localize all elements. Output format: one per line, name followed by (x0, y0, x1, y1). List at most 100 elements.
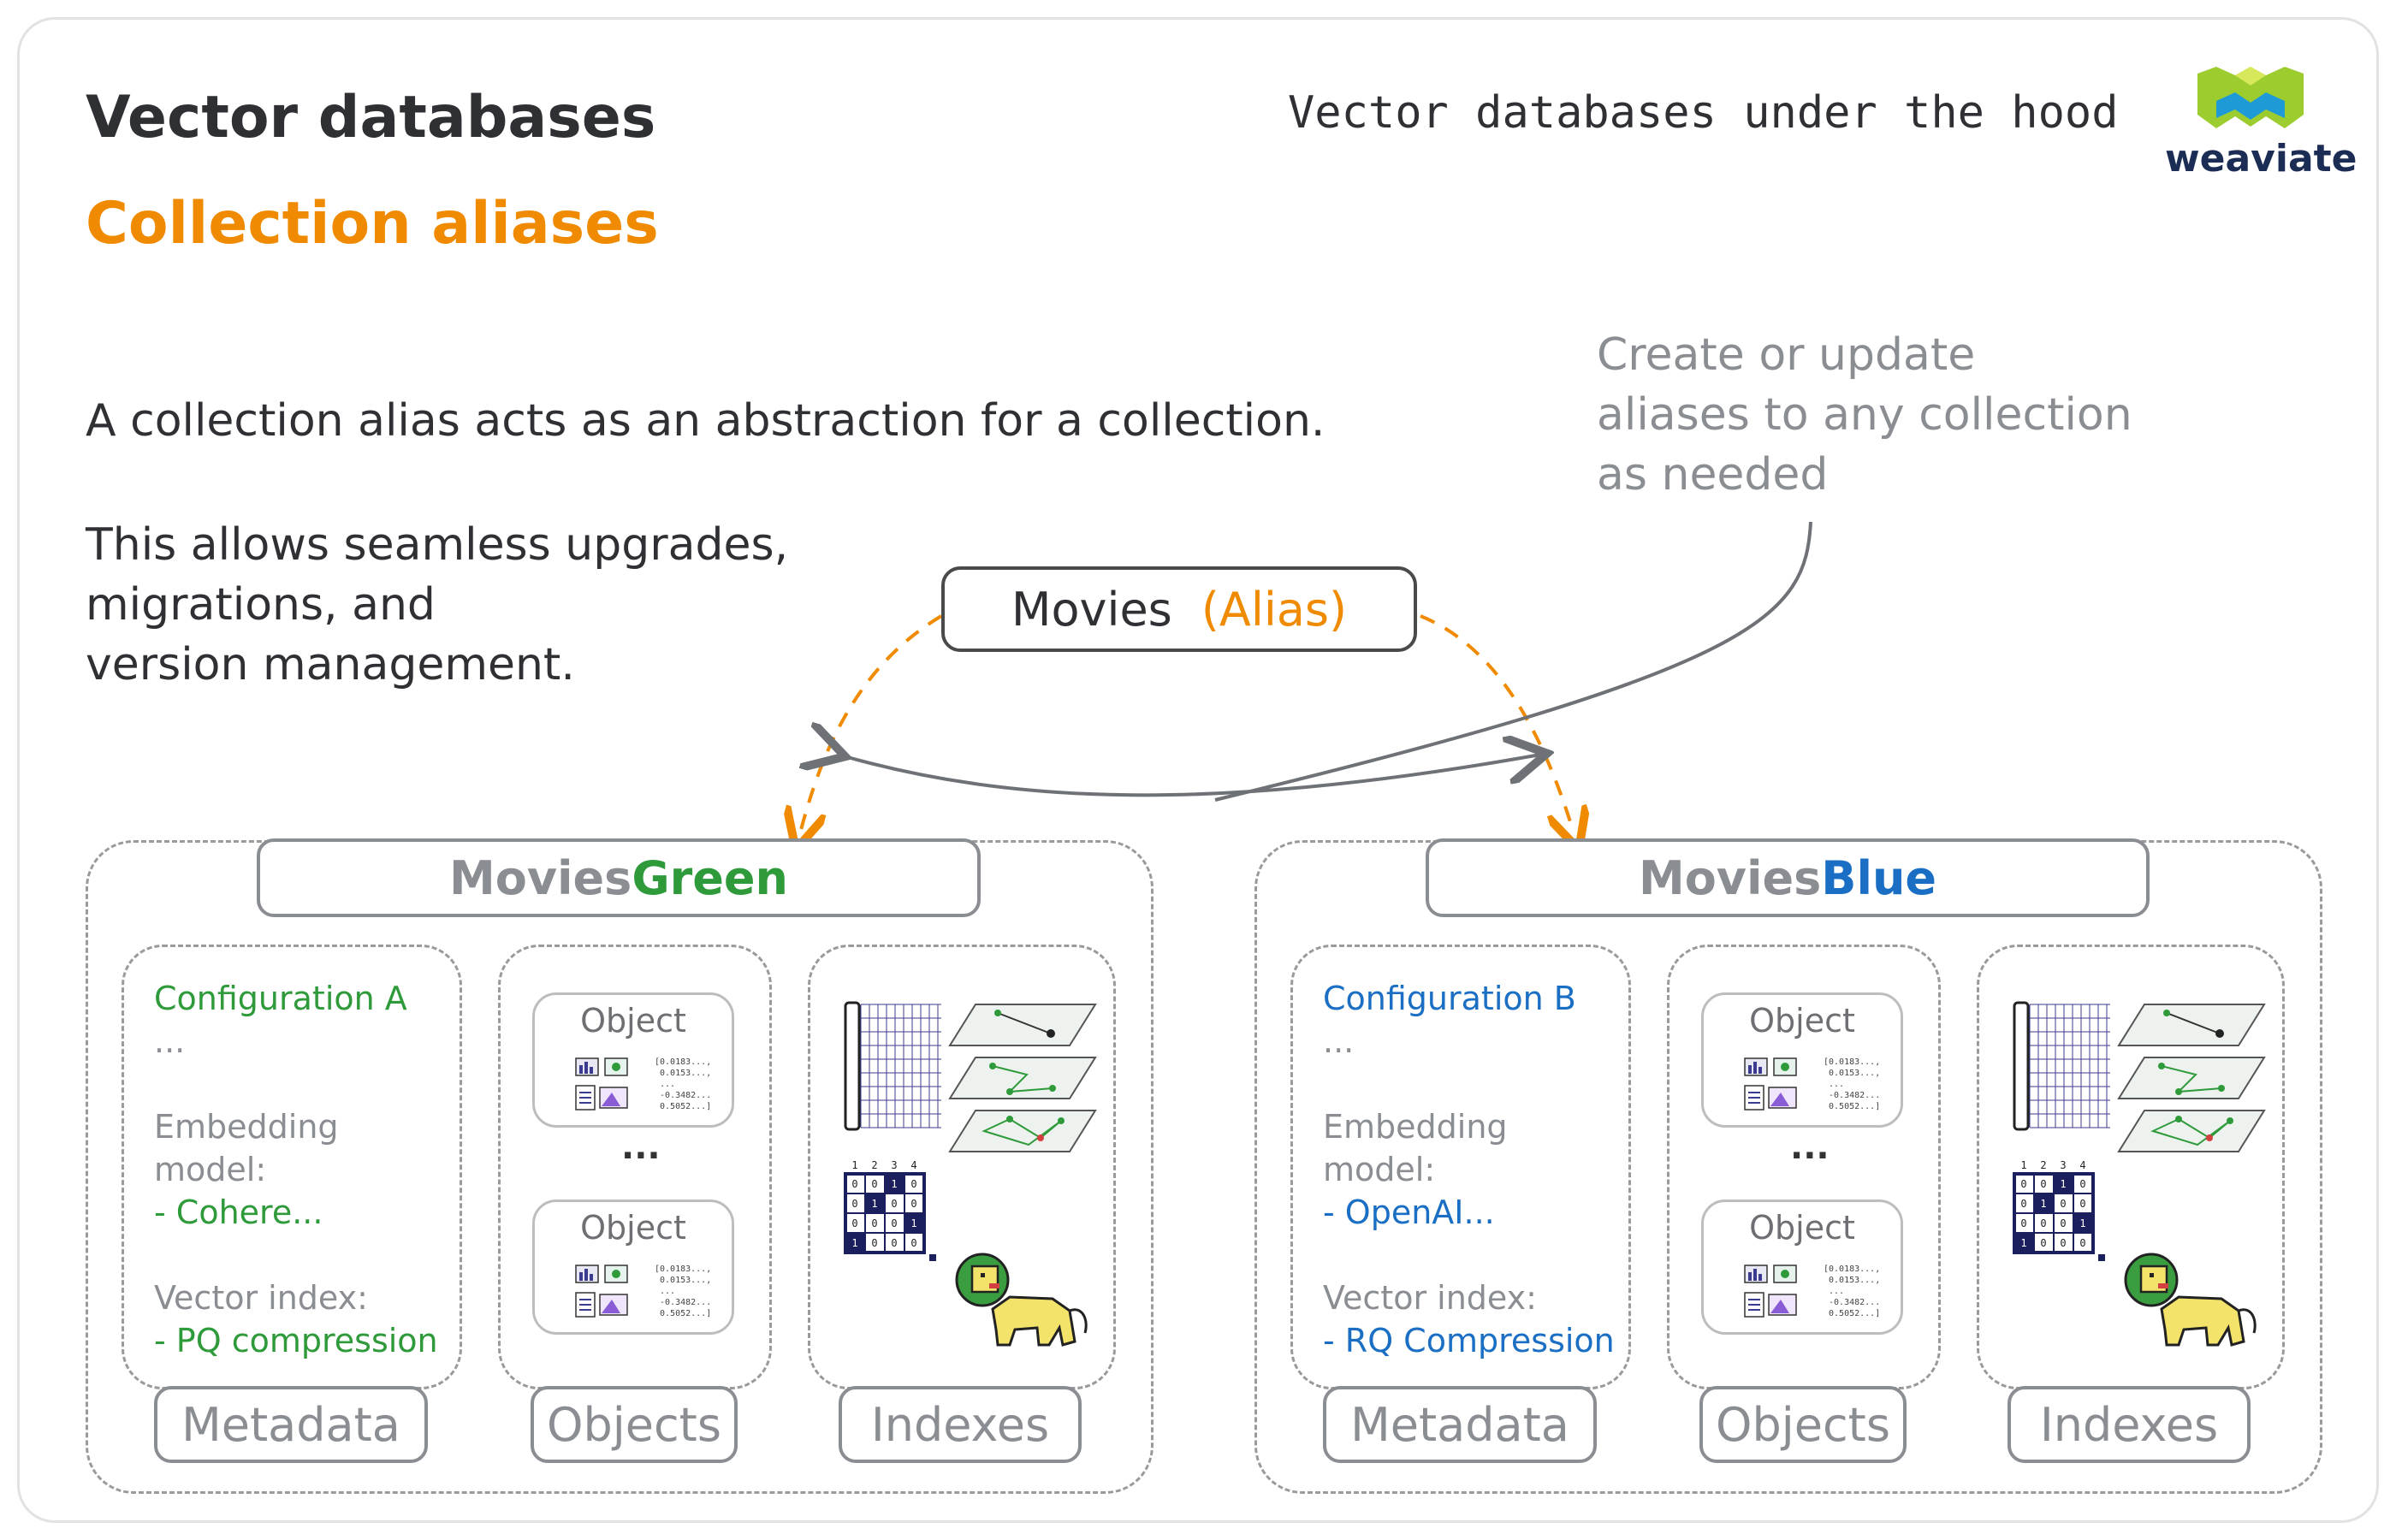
matrix-cell: 0 (891, 1198, 897, 1210)
matrix-header: 2 (2040, 1159, 2046, 1171)
matrix-cell: 0 (2079, 1178, 2085, 1190)
hnsw-layers-icon (2117, 1004, 2266, 1152)
matrix-cell: 1 (851, 1237, 857, 1249)
object-title: Object (1749, 1209, 1855, 1247)
embedding-value: - Cohere... (154, 1194, 323, 1231)
matrix-header: 3 (891, 1159, 897, 1171)
matrix-cell: 0 (871, 1178, 877, 1190)
note-line: as needed (1597, 449, 1829, 500)
object-card: Object [0.0183..., 0.0153..., ... -0.348… (532, 992, 734, 1128)
alias-box: Movies (Alias) (941, 566, 1417, 652)
matrix-cell: 0 (891, 1217, 897, 1229)
object-media-icons (1744, 1265, 1797, 1318)
embedding-label: Embedding (1323, 1108, 1508, 1146)
matrix-cell: 0 (851, 1178, 857, 1190)
index-graphics: 1 2 3 4 0 0 1 0 0 1 0 0 0 0 0 1 1 0 0 0 (844, 1001, 1097, 1347)
indexes-label: Indexes (839, 1386, 1082, 1463)
intro-text: A collection alias acts as an abstractio… (86, 395, 1326, 447)
object-title: Object (1749, 1002, 1855, 1040)
matrix-cell: 0 (851, 1198, 857, 1210)
metadata-label: Metadata (154, 1386, 428, 1463)
alias-tag: (Alias) (1201, 582, 1348, 637)
benefits-text: This allows seamless upgrades, migration… (86, 515, 788, 695)
object-title: Object (580, 1209, 686, 1247)
embedding-label: model: (1323, 1151, 1436, 1188)
matrix-header: 1 (851, 1159, 857, 1171)
embedding-label: Embedding (154, 1108, 339, 1146)
diagram-subtitle: Collection aliases (86, 190, 659, 258)
matrix-cell: 0 (2060, 1198, 2066, 1210)
matrix-cell: 0 (891, 1237, 897, 1249)
bitmap-matrix: 1 2 3 4 0 0 1 0 0 1 0 0 0 0 0 1 1 0 0 0 (844, 1159, 936, 1261)
matrix-cell: 0 (2040, 1237, 2046, 1249)
embedding-label: model: (154, 1151, 267, 1188)
diagram-title: Vector databases (86, 84, 656, 151)
lion-mascot-icon (2124, 1253, 2257, 1347)
indexes-label: Indexes (2008, 1386, 2251, 1463)
matrix-cell: 0 (2040, 1217, 2046, 1229)
objects-label: Objects (531, 1386, 738, 1463)
note-line: aliases to any collection (1597, 389, 2132, 441)
matrix-cell: 0 (851, 1217, 857, 1229)
matrix-cell: 1 (2079, 1217, 2085, 1229)
config-title: Configuration B (1323, 980, 1576, 1017)
matrix-header: 4 (910, 1159, 916, 1171)
embedding-value: - OpenAI... (1323, 1194, 1495, 1231)
matrix-cell: 1 (910, 1217, 916, 1229)
object-card: Object [0.0183..., 0.0153..., ... -0.348… (532, 1199, 734, 1335)
matrix-cell: 0 (2079, 1237, 2085, 1249)
matrix-cell: 0 (910, 1178, 916, 1190)
annotation-note: Create or update aliases to any collecti… (1597, 325, 2132, 505)
object-media-icons (1744, 1057, 1797, 1111)
vector-snippet: [0.0183..., 0.0153..., ... -0.3482... 0.… (655, 1057, 712, 1111)
inverted-index-grid (860, 1004, 941, 1128)
object-media-icons (575, 1057, 628, 1111)
config-ellipsis: ... (154, 1022, 186, 1060)
alias-link-blue (1420, 614, 1573, 830)
matrix-cell: 0 (2040, 1178, 2046, 1190)
series-label: Vector databases under the hood (1288, 87, 2119, 139)
matrix-cell: 0 (2060, 1237, 2066, 1249)
matrix-cell: 1 (2020, 1237, 2026, 1249)
swap-arrow (839, 755, 1540, 797)
matrix-cell: 0 (910, 1198, 916, 1210)
matrix-cell: 0 (2020, 1198, 2026, 1210)
objects-ellipsis: ... (621, 1128, 661, 1167)
matrix-cell: 1 (2040, 1198, 2046, 1210)
collection-prefix: Movies (449, 850, 632, 905)
index-value: - PQ compression (154, 1322, 438, 1359)
inverted-index-grid (2029, 1004, 2110, 1128)
index-graphics: 1 2 3 4 0 0 1 0 0 1 0 0 0 0 0 1 1 0 0 0 (2013, 1001, 2266, 1347)
index-label: Vector index: (154, 1279, 368, 1317)
logo-text: weaviate (2165, 137, 2357, 181)
lion-mascot-icon (955, 1253, 1088, 1347)
collection-suffix: Green (632, 850, 788, 905)
hnsw-layers-icon (948, 1004, 1097, 1152)
matrix-cell: 0 (2079, 1198, 2085, 1210)
vector-snippet: [0.0183..., 0.0153..., ... -0.3482... 0.… (1824, 1265, 1881, 1318)
vector-snippet: [0.0183..., 0.0153..., ... -0.3482... 0.… (655, 1265, 712, 1318)
matrix-header: 1 (2020, 1159, 2026, 1171)
matrix-cell: 0 (910, 1237, 916, 1249)
alias-link-green (801, 614, 943, 830)
bitmap-matrix: 1 2 3 4 0 0 1 0 0 1 0 0 0 0 0 1 1 0 0 0 (2013, 1159, 2105, 1261)
vector-snippet: [0.0183..., 0.0153..., ... -0.3482... 0.… (1824, 1057, 1881, 1111)
matrix-cell: 0 (2060, 1217, 2066, 1229)
matrix-header: 4 (2079, 1159, 2085, 1171)
matrix-cell: 1 (2060, 1178, 2066, 1190)
object-title: Object (580, 1002, 686, 1040)
matrix-cell: 0 (871, 1217, 877, 1229)
object-media-icons (575, 1265, 628, 1318)
collection-suffix: Blue (1821, 850, 1937, 905)
matrix-cell: 0 (871, 1237, 877, 1249)
matrix-header: 3 (2060, 1159, 2066, 1171)
note-line: Create or update (1597, 329, 1976, 381)
object-card: Object [0.0183..., 0.0153..., ... -0.348… (1701, 1199, 1903, 1335)
benefits-line: version management. (86, 639, 575, 690)
matrix-cell: 1 (891, 1178, 897, 1190)
metadata-label: Metadata (1323, 1386, 1597, 1463)
